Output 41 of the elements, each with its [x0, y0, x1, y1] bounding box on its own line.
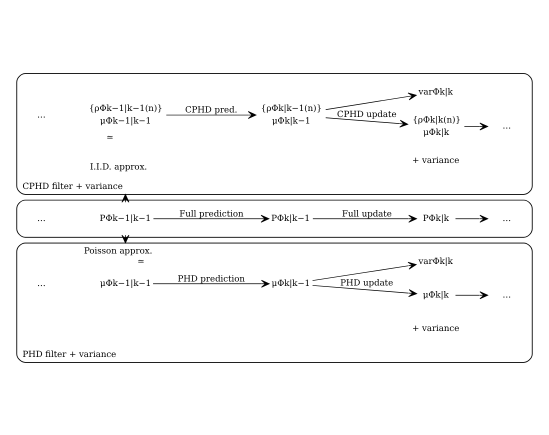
cluster — [16, 199, 533, 238]
arrow — [464, 122, 488, 130]
arrow — [312, 214, 417, 222]
label: … — [37, 110, 46, 120]
arrow — [312, 261, 417, 280]
node-text: {ρΦk|k−1(n)} μΦk|k−1 — [260, 104, 322, 126]
node-text: PΦk|k−1 — [271, 213, 310, 224]
node-text: PΦk−1|k−1 — [100, 213, 151, 224]
node-text: … — [502, 121, 512, 132]
arrow — [455, 290, 488, 299]
edge-label: Full update — [342, 208, 392, 219]
arrow — [152, 279, 270, 288]
arrow — [153, 214, 270, 222]
arrow — [166, 110, 256, 118]
arrow — [455, 214, 488, 222]
node-text: varΦk|k — [418, 256, 453, 266]
node-text: μΦk|k−1 — [272, 278, 310, 288]
node-text: {ρΦk|k(n)} μΦk|k — [412, 115, 461, 138]
label: + variance — [412, 156, 460, 166]
arrow — [325, 116, 408, 128]
node-text: … — [502, 213, 512, 224]
label: ≃ — [137, 256, 145, 266]
label: … — [37, 213, 46, 224]
edge-label: CPHD update — [337, 109, 397, 120]
node-text: μΦk|k — [422, 290, 449, 300]
edge-label: PHD update — [340, 278, 394, 288]
edge-label: I.I.D. approx. — [90, 162, 148, 172]
node-text: {ρΦk−1|k−1(n)} μΦk−1|k−1 — [88, 104, 163, 126]
node-text: PΦk|k — [422, 213, 449, 224]
node-text: varΦk|k — [418, 86, 453, 97]
label: … — [37, 278, 46, 288]
label: + variance — [412, 324, 460, 334]
edge-label: CPHD pred. — [185, 105, 238, 116]
node-text: … — [502, 290, 512, 300]
arrow — [325, 92, 417, 110]
label: ≃ — [106, 132, 114, 142]
node-text: μΦk−1|k−1 — [100, 278, 152, 288]
edge-label: PHD prediction — [178, 274, 245, 284]
edge-label: Full prediction — [179, 208, 244, 219]
edge-label: Poisson approx. — [84, 246, 152, 256]
arrow — [312, 284, 418, 296]
